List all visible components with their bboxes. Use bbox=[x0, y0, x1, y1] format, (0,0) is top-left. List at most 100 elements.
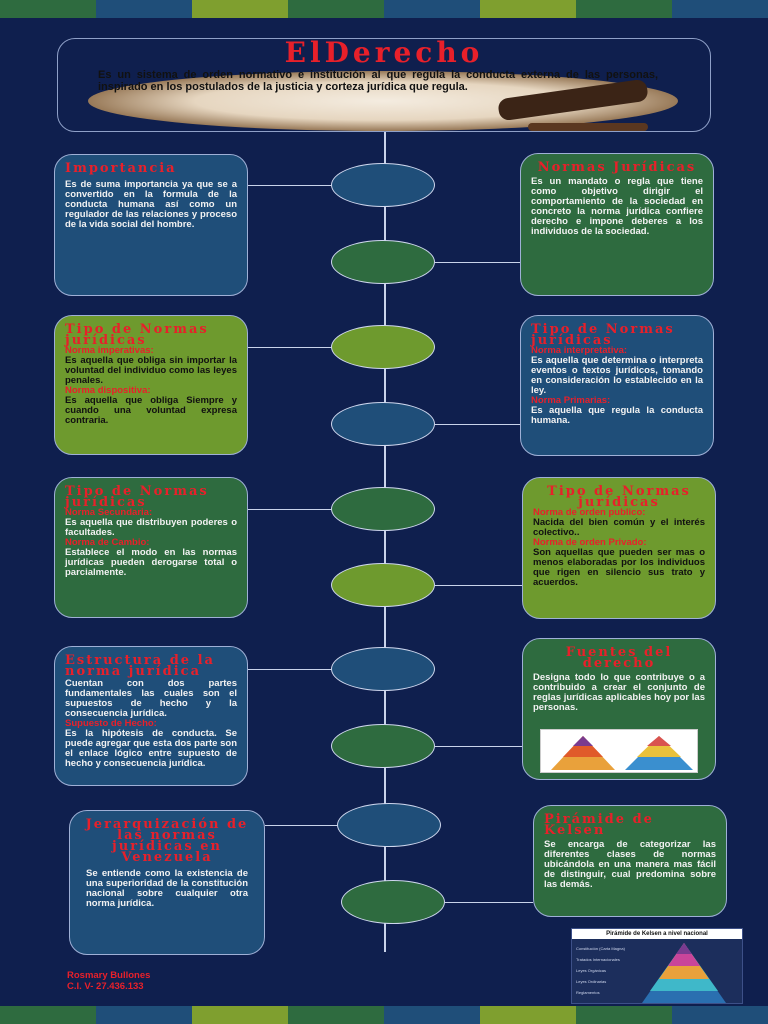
timeline-node bbox=[337, 803, 441, 847]
stripe-segment bbox=[288, 1006, 384, 1024]
card-text: Es aquella que obliga sin importar la vo… bbox=[65, 355, 237, 386]
card-fuentes-derecho: Fuentes del derecho Designa todo lo que … bbox=[522, 638, 716, 780]
card-text: Es aquella que distribuyen poderes o fac… bbox=[65, 517, 237, 538]
card-normas-juridicas: Normas Jurídicas Es un mandato o regla q… bbox=[520, 153, 714, 296]
card-title: Tipo de Normas jurídicas bbox=[65, 322, 209, 348]
card-title: Pirámide de Kelsen bbox=[544, 812, 654, 838]
connector-line bbox=[445, 902, 533, 903]
card-tipo-normas-3: Tipo de Normas jurídicas Norma Secundari… bbox=[54, 477, 248, 618]
page-title: ElDerecho bbox=[284, 38, 484, 69]
header-box: ElDerecho Es un sistema de orden normati… bbox=[57, 38, 711, 132]
stripe-segment bbox=[0, 1006, 96, 1024]
author-name: Rosmary Bullones bbox=[67, 970, 151, 981]
timeline-node bbox=[331, 163, 435, 207]
card-text: Es aquella que obliga Siempre y cuando u… bbox=[65, 395, 237, 426]
card-jerarquizacion: Jerarquización de las normas jurídicas e… bbox=[69, 810, 265, 955]
card-importancia: Importancia Es de suma importancia ya qu… bbox=[54, 154, 248, 296]
card-text: Nacida del bien común y el interés colec… bbox=[533, 517, 705, 538]
pyramid-graphic bbox=[551, 736, 693, 770]
timeline-node bbox=[331, 402, 435, 446]
stripe-segment bbox=[96, 0, 192, 18]
card-title: Tipo de Normas jurídicas bbox=[65, 484, 209, 510]
bottom-stripe bbox=[0, 1006, 768, 1024]
kelsen-row: Leyes Orgánicas bbox=[576, 968, 607, 973]
stripe-segment bbox=[480, 1006, 576, 1024]
card-title: Estructura de la norma jurídica bbox=[65, 653, 215, 679]
stripe-segment bbox=[96, 1006, 192, 1024]
connector-line bbox=[435, 262, 520, 263]
stripe-segment bbox=[0, 0, 96, 18]
card-title: Normas Jurídicas bbox=[537, 160, 697, 175]
card-title: Jerarquización de las normas jurídicas e… bbox=[85, 817, 249, 865]
stripe-segment bbox=[288, 0, 384, 18]
kelsen-pyramid-graphic bbox=[642, 943, 726, 1003]
timeline-node bbox=[331, 325, 435, 369]
stripe-segment bbox=[384, 0, 480, 18]
card-text: Se encarga de categorizar las diferentes… bbox=[544, 839, 716, 890]
author-id: C.I. V- 27.436.133 bbox=[67, 981, 144, 992]
timeline-spine bbox=[384, 132, 386, 952]
card-text: Son aquellas que pueden ser mas o menos … bbox=[533, 547, 705, 588]
card-estructura: Estructura de la norma jurídica Cuentan … bbox=[54, 646, 248, 786]
card-subtitle: Norma de orden publico: bbox=[533, 507, 646, 518]
stripe-segment bbox=[384, 1006, 480, 1024]
connector-line bbox=[435, 424, 520, 425]
card-subtitle: Norma Primarias: bbox=[531, 395, 611, 406]
stripe-segment bbox=[672, 0, 768, 18]
card-text: Es aquella que regula la conducta humana… bbox=[531, 405, 703, 426]
stripe-segment bbox=[192, 1006, 288, 1024]
stripe-segment bbox=[576, 0, 672, 18]
card-text: Establece el modo en las normas jurídica… bbox=[65, 547, 237, 578]
connector-line bbox=[265, 825, 338, 826]
card-subtitle: Norma interpretativa: bbox=[531, 345, 628, 356]
card-subtitle: Norma de orden Privado: bbox=[533, 537, 647, 548]
kelsen-row: Leyes Ordinarias bbox=[576, 979, 607, 984]
kelsen-pyramid-image: Pirámide de Kelsen a nivel nacional Cons… bbox=[571, 928, 743, 1004]
connector-line bbox=[435, 585, 522, 586]
card-title: Tipo de Normas jurídicas bbox=[547, 484, 691, 510]
pyramid-image-small bbox=[540, 729, 698, 773]
card-title: Tipo de Normas jurídicas bbox=[531, 322, 675, 348]
card-tipo-normas-2: Tipo de Normas jurídicas Norma interpret… bbox=[520, 315, 714, 456]
card-tipo-normas-1: Tipo de Normas jurídicas Norma imperativ… bbox=[54, 315, 248, 455]
timeline-node bbox=[331, 487, 435, 531]
timeline-node bbox=[331, 240, 435, 284]
card-title: Importancia bbox=[65, 161, 177, 176]
header-text: Es un sistema de orden normativo e insti… bbox=[98, 69, 658, 93]
kelsen-row: Tratados Internacionales bbox=[576, 957, 620, 962]
card-text: Es un mandato o regla que tiene como obj… bbox=[531, 176, 703, 237]
stripe-segment bbox=[192, 0, 288, 18]
kelsen-row: Reglamentos bbox=[576, 990, 600, 995]
kelsen-row: Constitución (Carta Magna) bbox=[576, 946, 625, 951]
card-text: Es la hipótesis de conducta. Se puede ag… bbox=[65, 728, 237, 769]
timeline-node bbox=[331, 724, 435, 768]
stripe-segment bbox=[672, 1006, 768, 1024]
connector-line bbox=[435, 746, 522, 747]
card-text: Designa todo lo que contribuye o a contr… bbox=[533, 672, 705, 713]
connector-line bbox=[248, 347, 332, 348]
card-subtitle: Norma imperativas: bbox=[65, 345, 154, 356]
card-text: Es de suma importancia ya que se a conve… bbox=[65, 179, 237, 230]
kelsen-image-title: Pirámide de Kelsen a nivel nacional bbox=[572, 929, 742, 939]
card-tipo-normas-4: Tipo de Normas jurídicas Norma de orden … bbox=[522, 477, 716, 619]
card-text: Es aquella que determina o interpreta ev… bbox=[531, 355, 703, 396]
timeline-node bbox=[341, 880, 445, 924]
timeline-node bbox=[331, 647, 435, 691]
card-title: Fuentes del derecho bbox=[565, 645, 673, 671]
connector-line bbox=[248, 509, 332, 510]
card-text: Cuentan con dos partes fundamentales las… bbox=[65, 678, 237, 719]
card-text: Se entiende como la existencia de una su… bbox=[86, 868, 248, 909]
card-subtitle: Norma dispositiva: bbox=[65, 385, 151, 396]
gavel-handle bbox=[528, 123, 648, 131]
card-subtitle: Norma de Cambio: bbox=[65, 537, 150, 548]
top-stripe bbox=[0, 0, 768, 18]
stripe-segment bbox=[480, 0, 576, 18]
connector-line bbox=[248, 185, 332, 186]
stripe-segment bbox=[576, 1006, 672, 1024]
connector-line bbox=[248, 669, 332, 670]
card-subtitle: Supuesto de Hecho: bbox=[65, 718, 157, 729]
card-subtitle: Norma Secundaria: bbox=[65, 507, 153, 518]
timeline-node bbox=[331, 563, 435, 607]
author-footer: Rosmary Bullones C.I. V- 27.436.133 bbox=[67, 970, 150, 992]
card-piramide-kelsen: Pirámide de Kelsen Se encarga de categor… bbox=[533, 805, 727, 917]
